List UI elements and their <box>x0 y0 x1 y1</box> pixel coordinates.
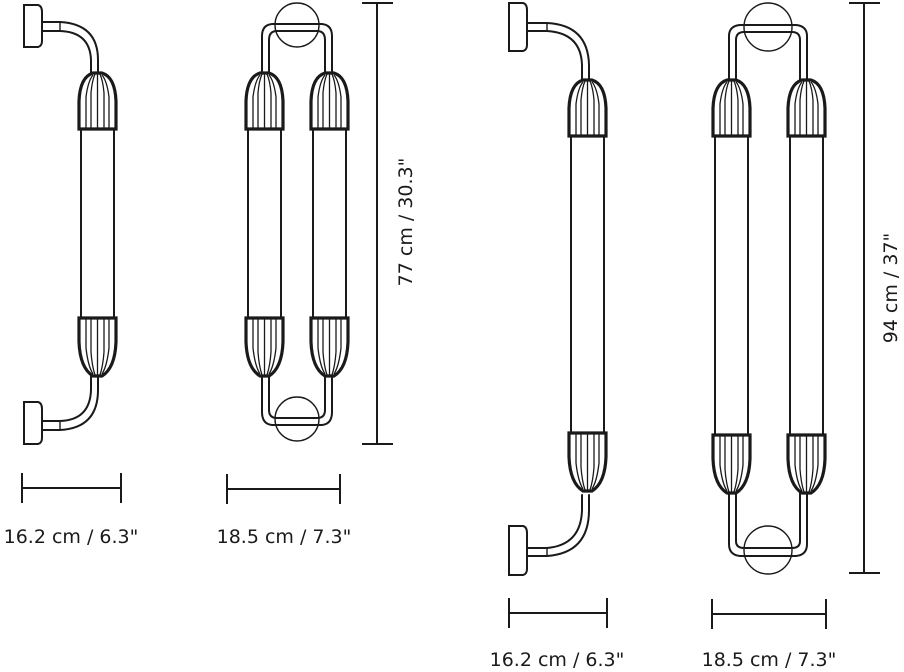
width-dimension-tall-double: 18.5 cm / 7.3" <box>702 599 837 671</box>
width-label-short-double: 18.5 cm / 7.3" <box>217 526 352 548</box>
height-dimension-short: 77 cm / 30.3" <box>362 2 417 445</box>
tall-single-fixture <box>508 1 608 576</box>
width-label-tall-single: 16.2 cm / 6.3" <box>490 649 625 671</box>
short-version-group: 77 cm / 30.3" 16.2 cm / 6.3" 18.5 cm / 7… <box>4 2 417 548</box>
wall-plate-bottom <box>508 525 528 576</box>
width-label-short-single: 16.2 cm / 6.3" <box>4 526 139 548</box>
wall-plate-top <box>23 4 43 48</box>
width-dimension-short-double: 18.5 cm / 7.3" <box>217 474 352 548</box>
height-label-tall: 94 cm / 37" <box>880 233 902 344</box>
width-dimension-tall-single: 16.2 cm / 6.3" <box>490 598 625 671</box>
short-single-fixture <box>23 4 118 445</box>
height-dimension-tall: 94 cm / 37" <box>849 2 902 574</box>
wall-plate-bottom <box>23 401 43 445</box>
short-double-fixture <box>244 2 350 442</box>
tall-version-group: 94 cm / 37" 16.2 cm / 6.3" 18.5 cm / 7.3… <box>490 1 902 671</box>
height-label-short: 77 cm / 30.3" <box>395 158 417 287</box>
wall-plate-top <box>508 1 528 52</box>
tall-double-fixture <box>711 2 827 575</box>
width-label-tall-double: 18.5 cm / 7.3" <box>702 649 837 671</box>
width-dimension-short-single: 16.2 cm / 6.3" <box>4 473 139 548</box>
